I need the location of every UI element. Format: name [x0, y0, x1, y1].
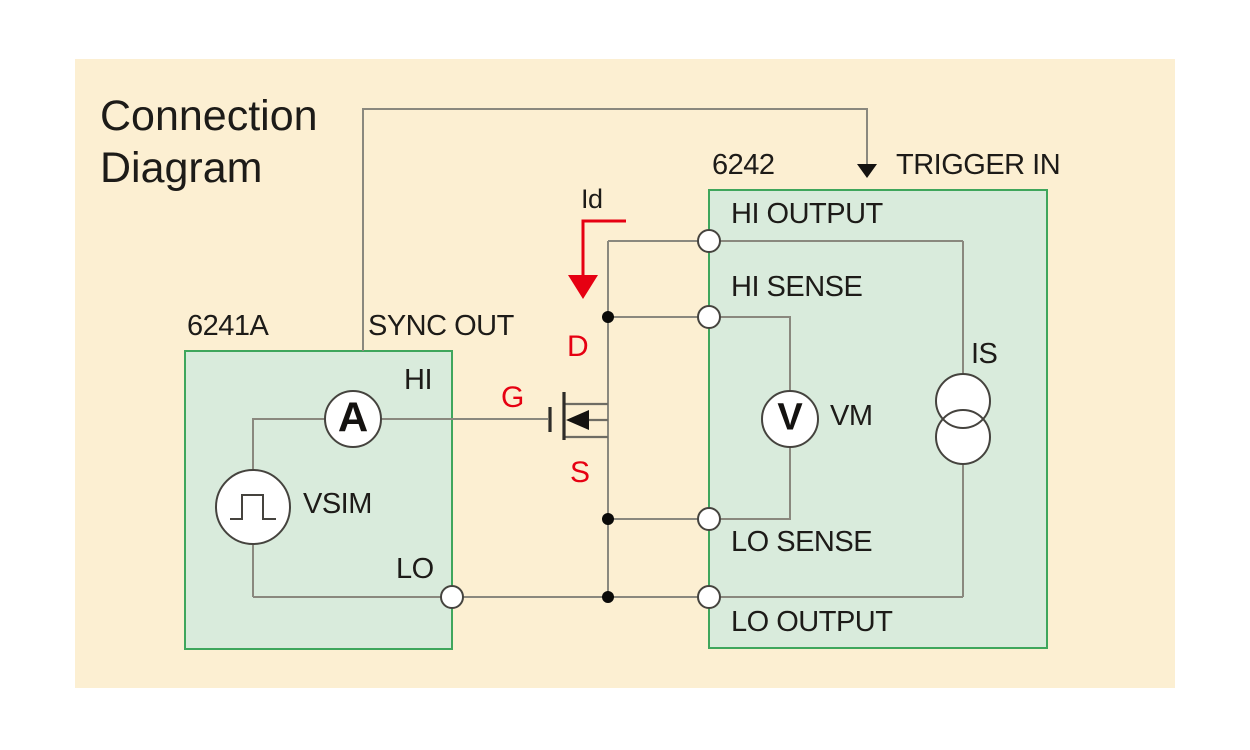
left-instrument-model-label: 6241A	[187, 310, 269, 342]
ammeter-letter: A	[337, 393, 369, 441]
hi-label: HI	[404, 364, 433, 396]
terminal-lo-sense	[697, 507, 721, 531]
terminal-hi-sense	[697, 305, 721, 329]
hi-output-label: HI OUTPUT	[731, 198, 883, 230]
id-current-label: Id	[581, 184, 603, 214]
current-source-bottom-circle	[935, 409, 991, 465]
ammeter-icon	[324, 390, 382, 448]
trigger-arrowhead-icon	[857, 164, 877, 178]
drain-label: D	[567, 330, 589, 363]
terminal-6241a-lo	[440, 585, 464, 609]
trigger-in-label: TRIGGER IN	[896, 149, 1061, 181]
vsim-label: VSIM	[303, 488, 372, 520]
sync-trigger-wire	[362, 108, 868, 351]
source-label: S	[570, 456, 590, 489]
pulse-source-icon	[215, 469, 291, 545]
mosfet-body-arrow-icon	[566, 410, 589, 430]
vsim-to-ammeter-wire	[252, 418, 325, 470]
hi-sense-wire	[608, 316, 791, 391]
lo-sense-wire	[608, 447, 791, 520]
pulse-waveform-icon	[230, 494, 276, 520]
right-instrument-model-label: 6242	[712, 149, 775, 181]
is-label: IS	[971, 338, 998, 370]
junction-dot-source-output	[602, 591, 614, 603]
diagram-title: Connection Diagram	[100, 92, 318, 193]
right-instrument-box	[708, 189, 1048, 649]
voltmeter-icon	[761, 390, 819, 448]
gate-label: G	[501, 381, 524, 414]
hi-sense-label: HI SENSE	[731, 271, 863, 303]
vm-label: VM	[830, 400, 873, 432]
junction-dot-source-sense	[602, 513, 614, 525]
lo-output-label: LO OUTPUT	[731, 606, 893, 638]
junction-dot-drain-sense	[602, 311, 614, 323]
terminal-hi-output	[697, 229, 721, 253]
current-source-top-circle	[935, 373, 991, 429]
id-current-arrow-line	[581, 219, 626, 276]
sync-out-label: SYNC OUT	[368, 310, 514, 342]
lo-label: LO	[396, 553, 434, 585]
terminal-lo-output	[697, 585, 721, 609]
lo-sense-label: LO SENSE	[731, 526, 873, 558]
id-current-arrowhead-icon	[568, 275, 598, 299]
voltmeter-letter: V	[777, 396, 803, 439]
